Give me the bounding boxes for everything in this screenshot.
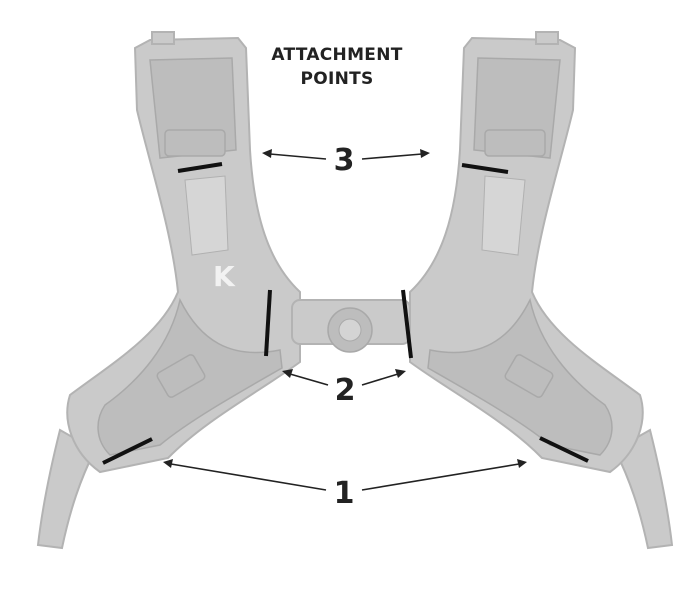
right-shoulder-strap (409, 31, 673, 549)
arrows-3 (262, 149, 430, 160)
brand-logo: K (213, 260, 236, 293)
attachment-mark-1-left (102, 437, 153, 465)
attachment-mark-3-right (461, 163, 509, 174)
left-shoulder-strap (37, 31, 301, 549)
point-number-1: 1 (334, 476, 355, 511)
title-line-1: ATTACHMENT (271, 45, 402, 65)
title-line-2: POINTS (300, 69, 373, 89)
attachment-mark-2-right (401, 289, 413, 359)
arrows-2 (282, 369, 406, 386)
attachment-mark-1-right (539, 436, 589, 463)
attachment-mark-3-left (177, 162, 223, 173)
attachment-mark-2-left (264, 289, 272, 357)
sternum-buckle (291, 299, 411, 353)
point-number-2: 2 (335, 373, 356, 408)
arrows-1 (163, 459, 527, 491)
point-number-3: 3 (334, 143, 355, 178)
